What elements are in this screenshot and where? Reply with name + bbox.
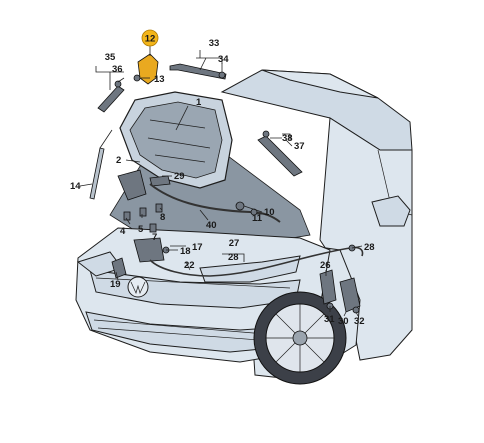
part-12-highlight-badge bbox=[141, 29, 159, 47]
label-37: 37 bbox=[294, 141, 305, 152]
part-17-lock-assembly bbox=[133, 237, 165, 263]
label-2: 2 bbox=[116, 155, 121, 166]
part-19-switch bbox=[111, 257, 127, 279]
part-10-grommet bbox=[235, 201, 245, 211]
label-11: 11 bbox=[252, 213, 263, 224]
part-34-clip bbox=[218, 71, 226, 79]
label-34: 34 bbox=[218, 54, 229, 65]
label-30: 30 bbox=[338, 316, 349, 327]
part-26-bracket bbox=[319, 269, 337, 305]
label-29: 29 bbox=[174, 171, 185, 182]
part-14-gas-strut bbox=[89, 147, 105, 200]
part-38-clip bbox=[262, 130, 270, 138]
label-22: 22 bbox=[184, 260, 195, 271]
part-29-holder bbox=[149, 175, 171, 187]
label-35: 35 bbox=[105, 52, 116, 63]
part-33-seal-strip bbox=[169, 63, 227, 80]
label-7: 7 bbox=[152, 232, 157, 243]
part-8-bolt bbox=[155, 203, 163, 213]
label-13: 13 bbox=[154, 74, 165, 85]
label-4: 4 bbox=[120, 226, 126, 237]
label-12: 12 bbox=[145, 34, 156, 45]
part-5-nut bbox=[139, 207, 147, 217]
roof-edge bbox=[261, 69, 379, 99]
strut-rod bbox=[99, 129, 113, 149]
label-31: 31 bbox=[324, 314, 335, 325]
hood-ribs bbox=[147, 119, 211, 163]
hood-inner-panel bbox=[129, 101, 223, 179]
leader-lines bbox=[79, 44, 363, 317]
label-32: 32 bbox=[354, 316, 365, 327]
side-mirror bbox=[371, 195, 411, 227]
label-28a: 28 bbox=[228, 252, 239, 263]
wheel-spokes bbox=[266, 304, 334, 372]
part-2-bracket bbox=[117, 169, 147, 201]
part-32-cover bbox=[352, 306, 360, 314]
part-37-seal bbox=[257, 135, 303, 177]
part-labels: 12 13 33 34 35 36 1 14 2 29 40 10 11 38 … bbox=[70, 34, 375, 328]
label-40: 40 bbox=[206, 220, 217, 231]
grille-line bbox=[95, 277, 291, 289]
label-8: 8 bbox=[160, 212, 165, 223]
label-28b: 28 bbox=[364, 242, 375, 253]
part-40-cable bbox=[149, 183, 281, 223]
label-17: 17 bbox=[192, 242, 203, 253]
part-22-cable bbox=[149, 259, 211, 277]
label-5: 5 bbox=[138, 224, 144, 235]
label-33: 33 bbox=[209, 38, 220, 49]
open-hood bbox=[119, 91, 233, 189]
label-36: 36 bbox=[112, 64, 123, 75]
part-7-clip bbox=[149, 223, 157, 233]
part-35-seal bbox=[97, 85, 125, 113]
part-30-release-lever bbox=[339, 277, 361, 313]
label-1: 1 bbox=[196, 97, 202, 108]
label-38: 38 bbox=[282, 133, 293, 144]
label-27: 27 bbox=[229, 238, 240, 249]
wheel-hub bbox=[292, 330, 308, 346]
label-19: 19 bbox=[110, 279, 121, 290]
label-14: 14 bbox=[70, 181, 81, 192]
label-26: 26 bbox=[320, 260, 331, 271]
label-10: 10 bbox=[264, 207, 275, 218]
part-13-clip bbox=[133, 74, 141, 82]
part-36-clip bbox=[114, 80, 122, 88]
part-28-release-cable bbox=[209, 246, 364, 277]
car-body bbox=[75, 69, 413, 385]
label-18: 18 bbox=[180, 246, 191, 257]
vw-logo-mark bbox=[130, 281, 146, 295]
